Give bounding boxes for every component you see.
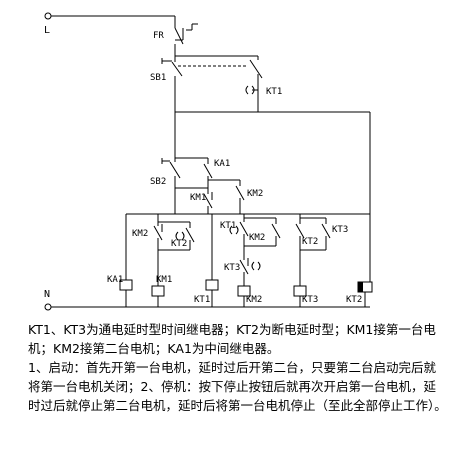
kt1-coil <box>205 214 219 307</box>
km1-coil <box>151 280 165 307</box>
branch-ka1 <box>119 214 133 307</box>
km1-coil-label: KM1 <box>156 275 172 285</box>
sb2-label: SB2 <box>150 177 166 187</box>
kt3-coil-label: KT3 <box>302 295 318 305</box>
description-text: KT1、KT3为通电延时型时间继电器；KT2为断电延时型；KM1接第一台电机；K… <box>28 320 448 415</box>
neutral-label: N <box>44 289 50 300</box>
ka1-contact <box>175 157 213 189</box>
kt2-coil-label: KT2 <box>346 295 362 305</box>
kt1-coil-label: KT1 <box>194 295 210 305</box>
neutral-rail <box>44 303 370 311</box>
description-line1: KT1、KT3为通电延时型时间继电器；KT2为断电延时型；KM1接第一台电机；K… <box>28 322 436 356</box>
fr-contact <box>174 16 198 56</box>
kt1-seal-label: KT1 <box>266 87 282 97</box>
kt2-branch1-label: KT2 <box>171 239 187 249</box>
km2-branch1-label: KM2 <box>132 229 148 239</box>
kt1-seal-contact <box>175 55 263 113</box>
ka1-coil-label: KA1 <box>107 275 123 285</box>
km2-branch3-label: KM2 <box>249 233 265 243</box>
line-rail <box>44 12 175 20</box>
km2-contact <box>235 180 245 214</box>
kt2-contact-branch4 <box>295 214 305 280</box>
km2-nc-contact-branch1 <box>153 214 163 280</box>
relay-control-schematic: L N FR SB1 <box>44 12 373 311</box>
kt2-branch4-label: KT2 <box>302 237 318 247</box>
km1-nc-contact <box>203 188 213 214</box>
km1-nc-label: KM1 <box>190 193 206 203</box>
kt3-branch4-label: KT3 <box>332 225 348 235</box>
kt2-coil <box>258 111 373 307</box>
sb1-button <box>161 56 183 112</box>
km2-seal-branch3 <box>244 217 281 247</box>
kt3-nc-branch3 <box>239 256 261 286</box>
km2-coil <box>237 285 251 307</box>
description-line2: 1、启动：首先开第一台电机，延时过后开第二台，只要第二台启动完后就将第一台电机关… <box>28 360 447 413</box>
km2-coil-label: KM2 <box>246 295 262 305</box>
kt2-contact-branch1 <box>158 221 195 251</box>
kt1-branch3-label: KT1 <box>220 221 236 231</box>
sb2-button <box>161 158 181 188</box>
fr-label: FR <box>153 31 164 41</box>
km2-contact-label: KM2 <box>247 189 263 199</box>
ka1-contact-label: KA1 <box>214 159 230 169</box>
kt3-contact-branch4 <box>300 217 331 251</box>
kt3-branch3-label: KT3 <box>224 263 240 273</box>
sb1-label: SB1 <box>150 73 166 83</box>
kt3-coil <box>293 280 307 307</box>
line-label: L <box>44 25 50 36</box>
